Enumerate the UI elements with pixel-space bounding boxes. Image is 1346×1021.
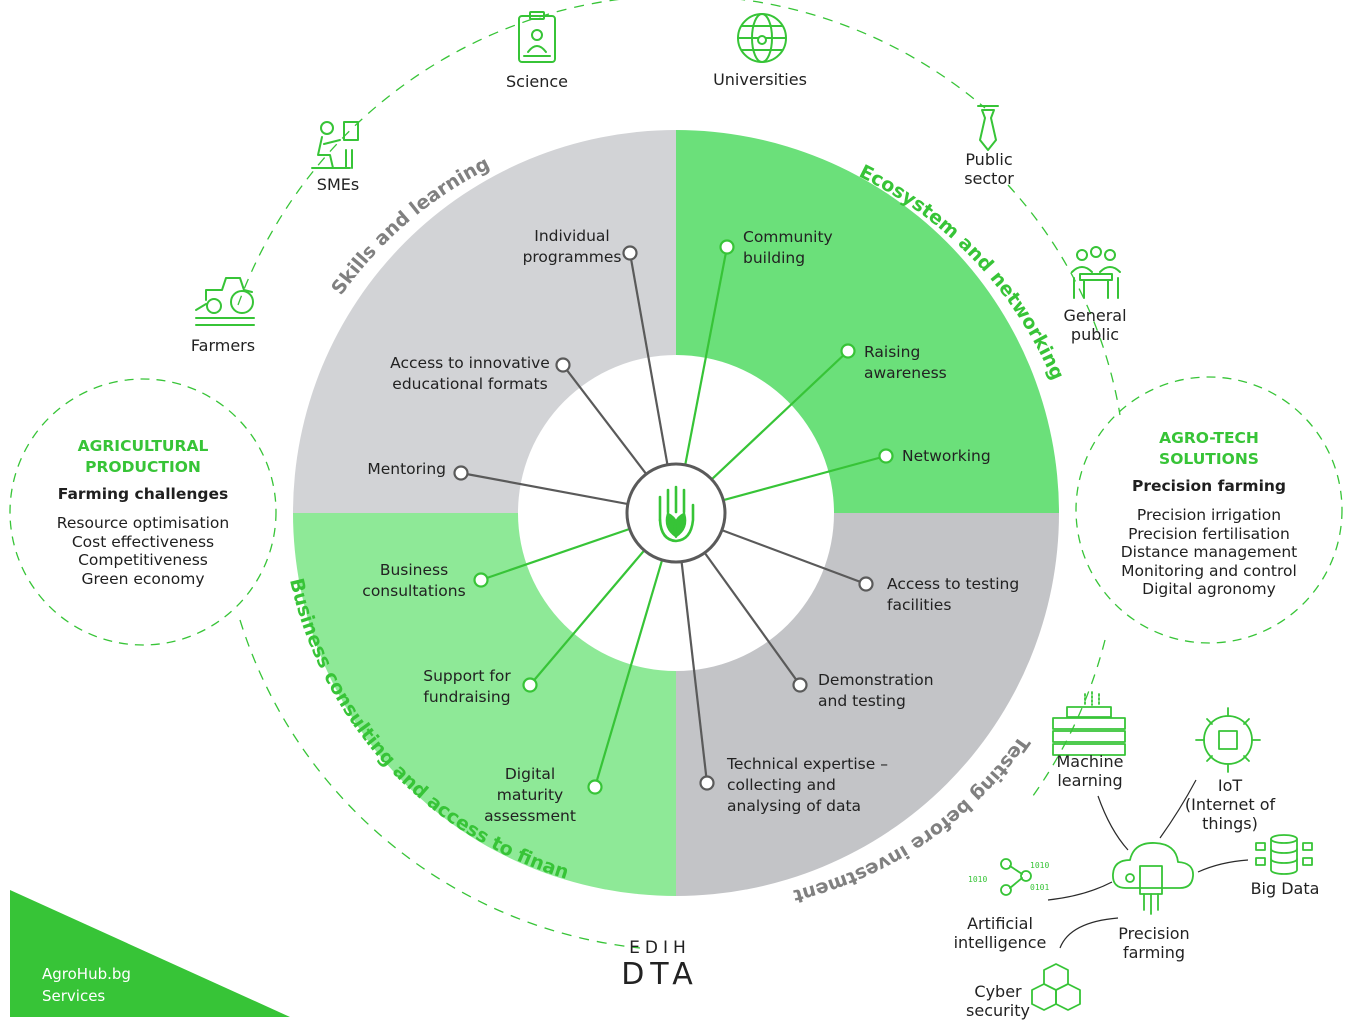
- server-rack-icon: [1052, 691, 1126, 756]
- ai-network-icon: 1010 1010 0101: [968, 858, 1049, 896]
- list-item: Competitiveness: [78, 551, 208, 569]
- service-networking: Networking: [902, 447, 991, 465]
- tech-precision-farming: Precision farming: [1118, 924, 1190, 962]
- spoke-end-dots: [453, 239, 894, 795]
- svg-text:0101: 0101: [1030, 883, 1049, 892]
- agricultural-production-bubble: AGRICULTURAL PRODUCTION Farming challeng…: [28, 436, 258, 588]
- cloud-chip-icon: [1112, 842, 1194, 915]
- cubes-icon: [1031, 963, 1081, 1011]
- dot-mentoring: [453, 465, 469, 481]
- service-access-innovative-formats: Access to innovative educational formats: [390, 354, 550, 393]
- dot-access-formats: [555, 357, 571, 373]
- iot-chip-network-icon: [1195, 707, 1261, 773]
- necktie-icon: [977, 105, 999, 151]
- right-bubble-list: Precision irrigation Precision fertilisa…: [1094, 506, 1324, 599]
- dot-networking: [878, 448, 894, 464]
- dot-maturity: [587, 779, 603, 795]
- dot-fundraising: [522, 677, 538, 693]
- tech-cyber-security: Cyber security: [966, 982, 1030, 1020]
- dot-awareness: [840, 343, 856, 359]
- globe-people-icon: [737, 13, 787, 63]
- left-bubble-subtitle: Farming challenges: [57, 485, 229, 503]
- outer-dashed-ring: [237, 0, 1121, 949]
- service-demonstration-testing: Demonstration and testing: [818, 671, 934, 710]
- tech-connectors: [1047, 779, 1249, 949]
- title-top: EDIH: [629, 938, 691, 958]
- edih-dta-title: EDIH DTA: [560, 938, 760, 992]
- stakeholder-universities: Universities: [713, 70, 807, 89]
- list-item: Resource optimisation: [56, 514, 230, 532]
- brand-line-2: Services: [42, 987, 106, 1005]
- service-business-consultations: Business consultations: [362, 561, 466, 600]
- dot-technical: [699, 775, 715, 791]
- list-item: Cost effectiveness: [71, 532, 215, 551]
- brand-line-1: AgroHub.bg: [42, 965, 131, 983]
- dot-community: [719, 239, 735, 255]
- list-item: Digital agronomy: [1142, 580, 1276, 598]
- agro-hand-logo-icon: [658, 485, 695, 543]
- tech-iot: IoT (Internet of things): [1184, 776, 1276, 833]
- list-item: Precision fertilisation: [1128, 524, 1290, 543]
- service-mentoring: Mentoring: [367, 460, 446, 478]
- tech-big-data: Big Data: [1250, 879, 1320, 898]
- desk-worker-icon: [311, 121, 359, 169]
- svg-text:1010: 1010: [968, 875, 987, 884]
- list-item: Precision irrigation: [1136, 506, 1282, 524]
- stakeholder-smes: SMEs: [316, 175, 360, 194]
- service-individual-programmes: Individual programmes: [522, 227, 622, 266]
- left-bubble-ring: [9, 378, 277, 646]
- tractor-field-icon: [195, 277, 255, 326]
- service-raising-awareness: Raising awareness: [864, 343, 947, 382]
- stakeholder-public-sector: Public sector: [964, 150, 1014, 188]
- service-support-fundraising: Support for fundraising: [423, 667, 511, 706]
- svg-text:1010: 1010: [1030, 861, 1049, 870]
- list-item: Monitoring and control: [1121, 561, 1297, 580]
- brand-label: AgroHub.bg Services: [42, 963, 131, 1007]
- left-bubble-title: AGRICULTURAL PRODUCTION: [77, 437, 209, 476]
- science-badge-icon: [518, 11, 556, 63]
- tech-artificial-intelligence: Artificial intelligence: [953, 914, 1047, 952]
- database-icon: [1255, 834, 1313, 875]
- service-access-testing-facilities: Access to testing facilities: [887, 575, 1020, 614]
- dot-demonstration: [792, 677, 808, 693]
- service-community-building: Community building: [743, 228, 833, 267]
- list-item: Distance management: [1120, 543, 1298, 561]
- list-item: Green economy: [81, 569, 205, 588]
- stakeholder-farmers: Farmers: [190, 336, 256, 355]
- brand-triangle: [10, 890, 290, 1017]
- stakeholder-general-public: General public: [1063, 306, 1127, 344]
- stakeholder-science: Science: [505, 72, 569, 91]
- title-bottom: DTA: [621, 957, 699, 992]
- service-digital-maturity: Digital maturity assessment: [484, 765, 576, 825]
- dot-testing-facilities: [858, 576, 874, 592]
- left-bubble-list: Resource optimisation Cost effectiveness…: [28, 514, 258, 588]
- agro-tech-solutions-bubble: AGRO-TECH SOLUTIONS Precision farming Pr…: [1094, 428, 1324, 599]
- right-bubble-title: AGRO-TECH SOLUTIONS: [1159, 429, 1259, 468]
- dot-individual: [622, 245, 638, 261]
- dot-business: [473, 572, 489, 588]
- tech-machine-learning: Machine learning: [1056, 752, 1124, 790]
- right-bubble-subtitle: Precision farming: [1131, 477, 1287, 495]
- service-technical-expertise: Technical expertise – collecting and ana…: [727, 755, 888, 815]
- right-bubble-ring: [1075, 376, 1343, 644]
- group-meeting-icon: [1071, 246, 1121, 299]
